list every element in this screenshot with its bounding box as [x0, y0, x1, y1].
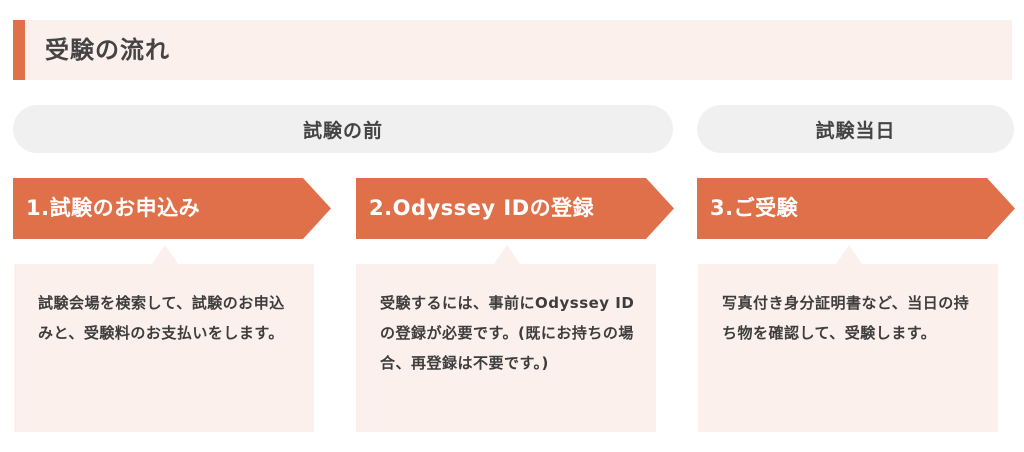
speech-notch	[494, 245, 520, 264]
phase-exam-day: 試験当日	[697, 105, 1014, 153]
step-1-title: 1.試験のお申込み	[26, 196, 201, 220]
section-header: 受験の流れ	[13, 20, 1012, 80]
step-2-arrow: 2.Odyssey IDの登録	[356, 178, 674, 239]
step-3-card: 写真付き身分証明書など、当日の持ち物を確認して、受験します。	[698, 245, 998, 432]
step-3-title: 3.ご受験	[710, 196, 799, 220]
speech-notch	[152, 245, 178, 264]
page-title: 受験の流れ	[45, 36, 170, 64]
step-2-title: 2.Odyssey IDの登録	[369, 196, 595, 220]
step-3-description: 写真付き身分証明書など、当日の持ち物を確認して、受験します。	[722, 294, 970, 342]
step-1-description: 試験会場を検索して、試験のお申込みと、受験料のお支払いをします。	[38, 294, 285, 342]
step-2-card: 受験するには、事前にOdyssey IDの登録が必要です。(既にお持ちの場合、再…	[356, 245, 656, 432]
header-accent-bar	[13, 20, 25, 80]
step-3-arrow: 3.ご受験	[697, 178, 1015, 239]
step-1-card: 試験会場を検索して、試験のお申込みと、受験料のお支払いをします。	[14, 245, 314, 432]
phase-before-exam: 試験の前	[13, 105, 673, 153]
step-1-arrow: 1.試験のお申込み	[13, 178, 331, 239]
step-2-description: 受験するには、事前にOdyssey IDの登録が必要です。(既にお持ちの場合、再…	[380, 294, 635, 372]
speech-notch	[836, 245, 862, 264]
